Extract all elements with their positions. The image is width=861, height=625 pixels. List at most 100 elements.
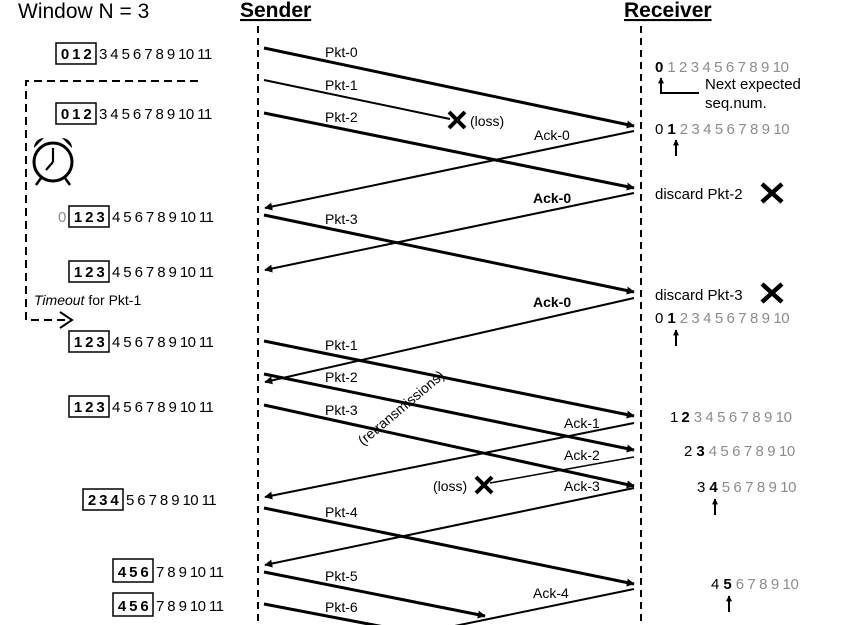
sender-window: 4 5 6 7 8 9 10 11 — [112, 558, 224, 583]
message-label: Pkt-1 — [325, 337, 358, 353]
message-label: Pkt-2 — [325, 109, 358, 125]
loss-label: (loss) — [470, 113, 504, 129]
sender-window: 1 2 3 4 5 6 7 8 9 10 11 — [68, 330, 214, 353]
window-rest-seq: 5 6 7 8 9 10 11 — [126, 492, 216, 509]
receiver-expected-seq: 5 — [723, 576, 731, 593]
pointer-arrow-icon — [658, 77, 699, 94]
window-box-seq: 1 2 3 — [74, 264, 105, 281]
discard-x-icon — [760, 182, 784, 204]
receiver-expected-seq: 3 — [696, 443, 704, 460]
message-ack-0: Ack-0 — [264, 190, 635, 273]
receiver-header: Receiver — [624, 0, 712, 22]
receiver-received-seq: 0 — [655, 310, 663, 327]
receiver-received-seq: 2 — [684, 443, 692, 460]
receiver-received-seq: 3 — [697, 479, 705, 496]
window-rest-seq: 7 8 9 10 11 — [156, 598, 224, 615]
receiver-expected-seq: 1 — [667, 121, 675, 138]
sender-window: 0 1 2 3 4 5 6 7 8 9 10 11 — [58, 205, 214, 228]
window-rest-seq: 4 5 6 7 8 9 10 11 — [112, 334, 214, 351]
receiver-expected-seq: 2 — [681, 409, 689, 426]
message-ack-0: Ack-0 — [264, 127, 635, 211]
message-label: Pkt-5 — [325, 568, 358, 584]
message-ack-2-lost: Ack-2 — [489, 447, 635, 484]
window-rest-seq: 7 8 9 10 11 — [156, 564, 224, 581]
window-rest-seq: 3 4 5 6 7 8 9 10 11 — [99, 46, 212, 63]
timeout-bracket — [25, 80, 198, 329]
message-label: Pkt-3 — [325, 402, 358, 418]
window-box-seq: 0 1 2 — [61, 106, 92, 123]
loss-label: (loss) — [433, 478, 467, 494]
message-pkt-4: Pkt-4 — [263, 504, 635, 587]
message-pkt-2: Pkt-2 — [263, 369, 635, 453]
receiver-received-seq: 0 — [655, 121, 663, 138]
sender-window: 0 1 2 3 4 5 6 7 8 9 10 11 — [55, 42, 212, 65]
message-pkt-5: Pkt-5 — [263, 568, 486, 619]
discard-label: discard Pkt-2 — [655, 186, 743, 203]
message-ack-0: Ack-0 — [264, 294, 635, 385]
loss-x-icon — [447, 110, 467, 130]
receiver-rest-seq: 3 4 5 6 7 8 9 10 — [694, 409, 792, 426]
window-box-seq: 1 2 3 — [74, 334, 105, 351]
message-pkt-1: Pkt-1 — [263, 337, 635, 419]
sender-window: 0 1 2 3 4 5 6 7 8 9 10 11 — [55, 102, 212, 125]
message-label: Ack-3 — [564, 478, 600, 494]
message-label: Pkt-1 — [325, 77, 358, 93]
next-expected-label: seq.num. — [705, 95, 767, 112]
message-ack-4: Ack-4 — [454, 585, 635, 625]
message-pkt-2: Pkt-2 — [263, 109, 635, 191]
window-rest-seq: 4 5 6 7 8 9 10 11 — [112, 399, 214, 416]
message-pkt-3: Pkt-3 — [263, 402, 635, 489]
window-box-seq: 4 5 6 — [118, 598, 149, 615]
window-box-seq: 4 5 6 — [118, 564, 149, 581]
window-rest-seq: 4 5 6 7 8 9 10 11 — [112, 264, 214, 281]
sender-window: 1 2 3 4 5 6 7 8 9 10 11 — [68, 395, 214, 418]
message-label: Pkt-6 — [325, 599, 358, 615]
receiver-expected-seq: 4 — [709, 479, 718, 496]
discard-label: discard Pkt-3 — [655, 287, 743, 304]
discard-x-icon — [760, 282, 784, 304]
window-box-seq: 0 1 2 — [61, 46, 92, 63]
window-rest-seq: 4 5 6 7 8 9 10 11 — [112, 209, 214, 226]
timeout-italic: Timeout — [34, 292, 86, 308]
message-label: Ack-0 — [533, 190, 571, 206]
message-label: Pkt-3 — [325, 211, 358, 227]
window-box-seq: 1 2 3 — [74, 399, 105, 416]
receiver-rest-seq: 2 3 4 5 6 7 8 9 10 — [680, 121, 790, 138]
message-label: Pkt-0 — [325, 44, 358, 60]
loss-x-icon — [474, 475, 494, 495]
receiver-expected-seq: 0 — [655, 59, 663, 76]
receiver-rest-seq: 1 2 3 4 5 6 7 8 9 10 — [667, 59, 788, 76]
message-label: Pkt-4 — [325, 504, 358, 520]
receiver-rest-seq: 5 6 7 8 9 10 — [722, 479, 796, 496]
message-pkt-0: Pkt-0 — [263, 44, 635, 129]
receiver-rest-seq: 4 5 6 7 8 9 10 — [709, 443, 795, 460]
message-ack-1: Ack-1 — [264, 415, 635, 500]
sender-window: 2 3 4 5 6 7 8 9 10 11 — [82, 488, 217, 511]
receiver-received-seq: 4 — [711, 576, 719, 593]
message-pkt-1-lost: Pkt-1 — [263, 77, 451, 120]
message-label: Pkt-2 — [325, 369, 358, 385]
message-label: Ack-1 — [564, 415, 600, 431]
sender-window: 4 5 6 7 8 9 10 11 — [112, 592, 224, 617]
receiver-rest-seq: 2 3 4 5 6 7 8 9 10 — [680, 310, 790, 327]
message-pkt-3: Pkt-3 — [263, 211, 635, 295]
message-ack-3: Ack-3 — [264, 478, 635, 568]
message-pkt-6: Pkt-6 — [263, 599, 382, 625]
receiver-received-seq: 1 — [670, 409, 678, 426]
clock-icon — [32, 138, 74, 186]
message-label: Ack-0 — [533, 294, 571, 310]
window-acked-seq: 0 — [58, 209, 66, 226]
message-label: Ack-0 — [534, 127, 570, 143]
window-size-title: Window N = 3 — [18, 0, 149, 23]
message-label: Ack-2 — [564, 447, 600, 463]
window-box-seq: 1 2 3 — [74, 209, 105, 226]
timeout-label: Timeout for Pkt-1 — [34, 292, 141, 308]
timeout-rest: for Pkt-1 — [84, 292, 141, 308]
